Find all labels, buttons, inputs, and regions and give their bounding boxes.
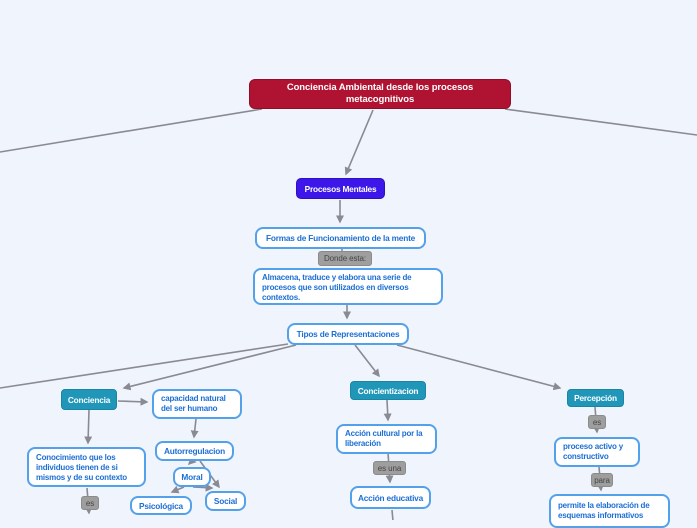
- edge-autorregulacion-moral: [187, 456, 197, 466]
- edge-educativa-offscreen: [391, 509, 394, 520]
- node-proceso-activo[interactable]: proceso activo y constructivo: [554, 437, 640, 467]
- edge-label-es-right[interactable]: es: [588, 415, 606, 429]
- node-procesos-mentales[interactable]: Procesos Mentales: [296, 178, 385, 199]
- edge-tipos-concientizacion: [354, 344, 380, 378]
- node-autorregulacion[interactable]: Autorregulacion: [155, 441, 234, 461]
- edge-label-donde-esta[interactable]: Donde esta:: [318, 251, 372, 266]
- node-permite-elaboracion[interactable]: permite la elaboración de esquemas infor…: [549, 494, 670, 528]
- edge-concientizacion-cultural: [383, 399, 392, 422]
- node-capacidad-natural[interactable]: capacidad natural del ser humano: [152, 389, 242, 419]
- edge-moral-social: [192, 483, 214, 492]
- edge-label-es-left[interactable]: es: [81, 496, 99, 510]
- edge-capacidad-autorregulacion: [190, 418, 199, 439]
- edge-tipos-offscreen-left: [0, 343, 289, 389]
- node-title[interactable]: Conciencia Ambiental desde los procesos …: [249, 79, 511, 109]
- node-concientizacion[interactable]: Concientizacion: [350, 381, 426, 400]
- node-accion-cultural[interactable]: Acción cultural por la liberación: [336, 424, 437, 454]
- edge-title-offscreen-left: [0, 108, 263, 153]
- edge-label-es-una[interactable]: es una: [373, 461, 406, 475]
- edge-conciencia-capacidad: [117, 397, 149, 406]
- node-conocimiento[interactable]: Conocimiento que los individuos tienen d…: [27, 447, 146, 487]
- node-accion-educativa[interactable]: Acción educativa: [350, 486, 431, 509]
- edge-moral-psicologica: [170, 485, 185, 494]
- node-formas-funcionamiento[interactable]: Formas de Funcionamiento de la mente: [255, 227, 426, 249]
- node-almacena[interactable]: Almacena, traduce y elabora una serie de…: [253, 268, 443, 305]
- node-percepcion[interactable]: Percepción: [567, 389, 624, 407]
- node-tipos-representaciones[interactable]: Tipos de Representaciones: [287, 323, 409, 345]
- edge-label-para[interactable]: para: [591, 473, 613, 487]
- edge-title-offscreen-right: [504, 108, 697, 136]
- node-psicologica[interactable]: Psicológica: [130, 496, 192, 515]
- node-moral[interactable]: Moral: [173, 467, 211, 487]
- edge-tipos-percepcion: [396, 344, 562, 391]
- node-social[interactable]: Social: [205, 491, 246, 511]
- edge-tipos-conciencia: [122, 344, 297, 391]
- edge-title-procesos: [344, 109, 374, 176]
- edge-conciencia-conocimiento: [84, 409, 93, 445]
- node-conciencia[interactable]: Conciencia: [61, 389, 117, 410]
